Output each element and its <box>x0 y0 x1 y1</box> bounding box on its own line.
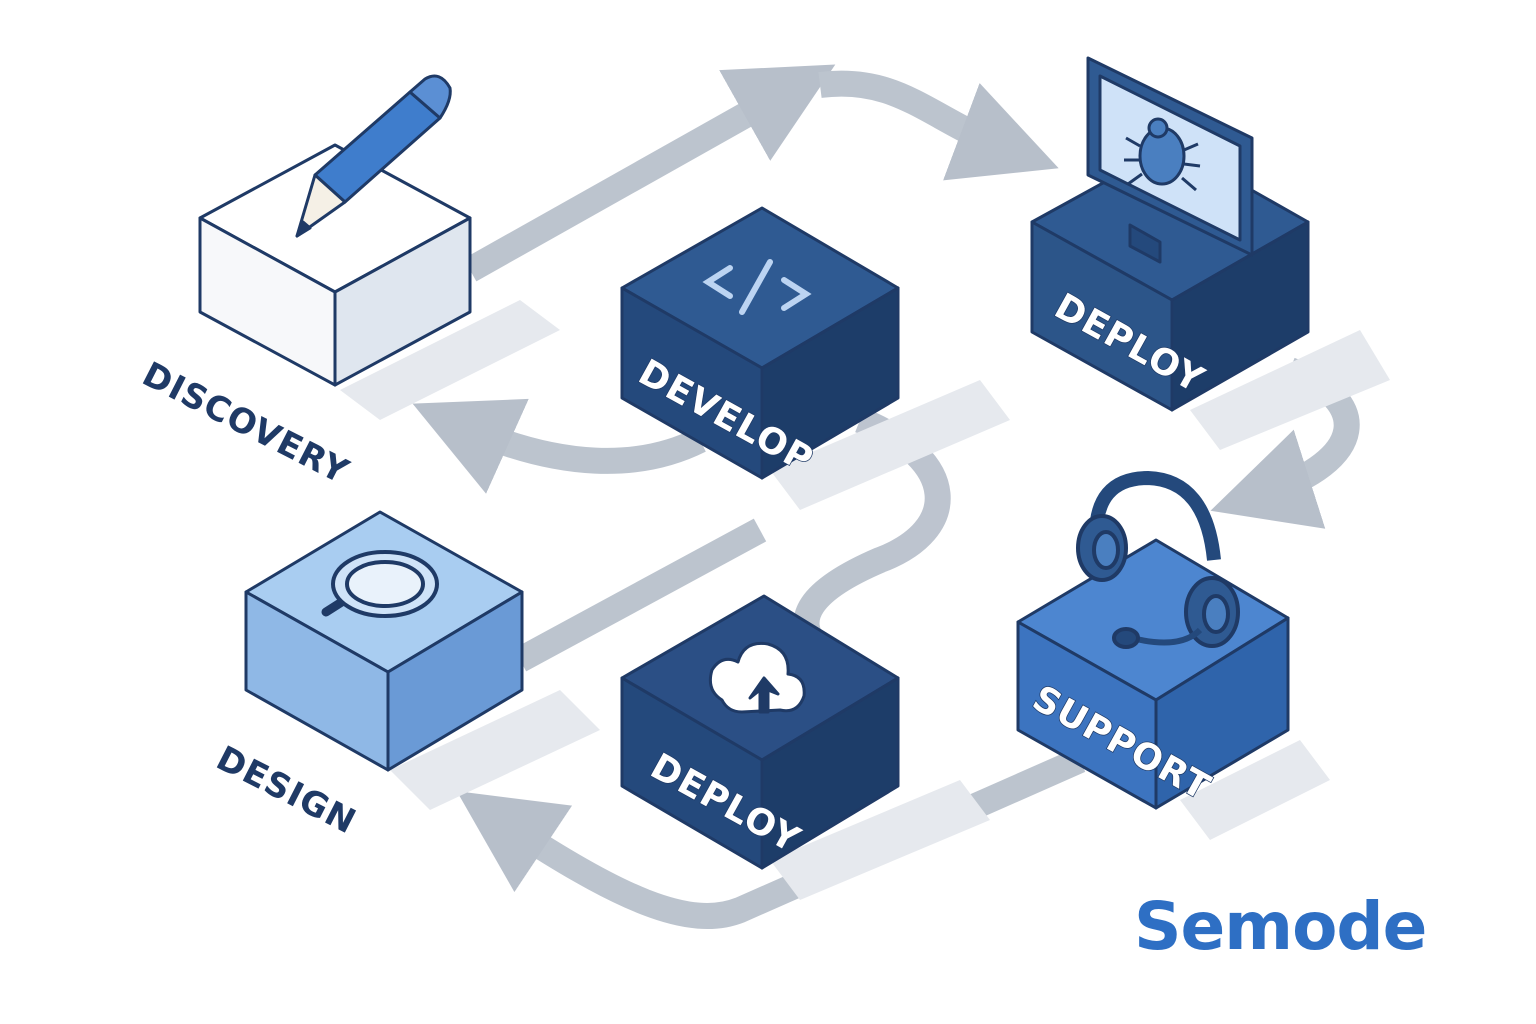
arrow-support-to-design <box>456 748 1086 929</box>
pencil-icon <box>295 74 452 238</box>
box-shadows <box>340 300 1390 900</box>
bug-monitor-icon <box>1086 56 1254 264</box>
arrow-discovery-to-top <box>463 64 836 282</box>
cloud-upload-icon <box>708 641 806 714</box>
box-develop-right <box>760 286 900 480</box>
brand-logo-text: Semode <box>1134 888 1427 965</box>
label-design: DESIGN <box>210 738 363 842</box>
code-icon <box>702 259 812 315</box>
box-deploy-cloud-right <box>760 676 900 870</box>
arrow-develop-to-discovery <box>412 398 706 494</box>
box-support-right <box>1154 616 1290 810</box>
box-design-right <box>386 590 524 772</box>
arrow-top-to-deploy <box>818 70 1059 181</box>
headset-icon <box>1076 471 1240 649</box>
box-deploy-monitor-right <box>1170 220 1310 412</box>
box-develop <box>620 206 900 480</box>
magnifier-icon <box>321 550 439 618</box>
box-discovery-right <box>333 216 472 387</box>
arrow-design-link <box>513 518 767 672</box>
box-discovery <box>198 143 472 387</box>
